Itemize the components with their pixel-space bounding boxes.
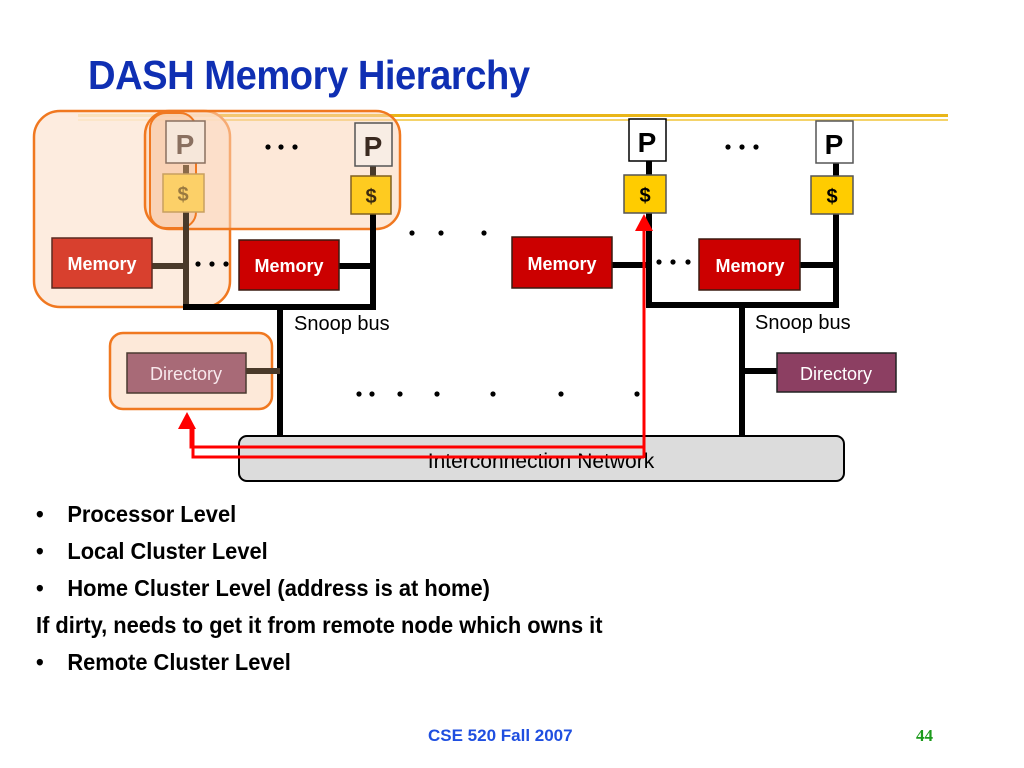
memory-3-label: Memory: [527, 254, 596, 274]
directory-home: Directory: [126, 352, 247, 394]
snoop-bus-label-left: Snoop bus: [294, 313, 390, 335]
processor-3-label: P: [638, 127, 657, 158]
cache-1-label: $: [177, 184, 188, 206]
memory-2: Memory: [238, 239, 340, 291]
processor-2-label: P: [364, 131, 383, 162]
memory-1: Memory: [51, 237, 153, 289]
network-label: Interconnection Network: [428, 450, 655, 473]
title-underline-secondary: [78, 119, 948, 121]
bullet-list: •Processor Level •Local Cluster Level •H…: [36, 496, 632, 681]
cache-3-label: $: [639, 185, 650, 207]
footer-course: CSE 520 Fall 2007: [428, 726, 573, 745]
memory-4: Memory: [698, 238, 801, 291]
cache-3: $: [623, 174, 667, 214]
bullet-item: •Remote Cluster Level: [36, 649, 291, 675]
cache-2-label: $: [365, 186, 376, 208]
request-path-arrow: [178, 214, 653, 459]
bullet-item: •Home Cluster Level (address is at home): [36, 575, 490, 601]
page-number: 44: [916, 726, 933, 745]
memory-1-label: Memory: [67, 254, 136, 274]
cache-2: $: [350, 175, 392, 215]
processor-4: P: [815, 120, 854, 164]
snoop-bus-label-right: Snoop bus: [755, 312, 851, 334]
bullet-item: •Local Cluster Level: [36, 538, 268, 564]
arrowhead-directory-icon: [178, 412, 196, 429]
note-line: If dirty, needs to get it from remote no…: [36, 612, 603, 638]
cache-1: $: [162, 173, 205, 213]
processor-3: P: [628, 118, 667, 162]
arrowhead-up-icon: [635, 214, 653, 231]
directory-remote-label: Directory: [800, 364, 872, 384]
processor-4-label: P: [825, 129, 844, 160]
title-underline: [78, 114, 948, 117]
slide-title: DASH Memory Hierarchy: [88, 52, 530, 98]
processor-level-highlight: [143, 109, 402, 231]
directory-remote: Directory: [776, 352, 897, 393]
memory-4-label: Memory: [715, 256, 784, 276]
memory-3: Memory: [511, 236, 613, 289]
cache-4-label: $: [826, 186, 837, 208]
ellipsis-dots: [195, 144, 759, 397]
directory-home-label: Directory: [150, 364, 222, 384]
memory-2-label: Memory: [254, 256, 323, 276]
processor-1: P: [165, 120, 206, 164]
processor-1-label: P: [176, 129, 195, 160]
cache-4: $: [810, 175, 854, 215]
dash-hierarchy-diagram: Interconnection Network P $ P $ P $ P $ …: [32, 109, 897, 482]
bullet-item: •Processor Level: [36, 501, 237, 527]
processor-2: P: [354, 122, 393, 167]
